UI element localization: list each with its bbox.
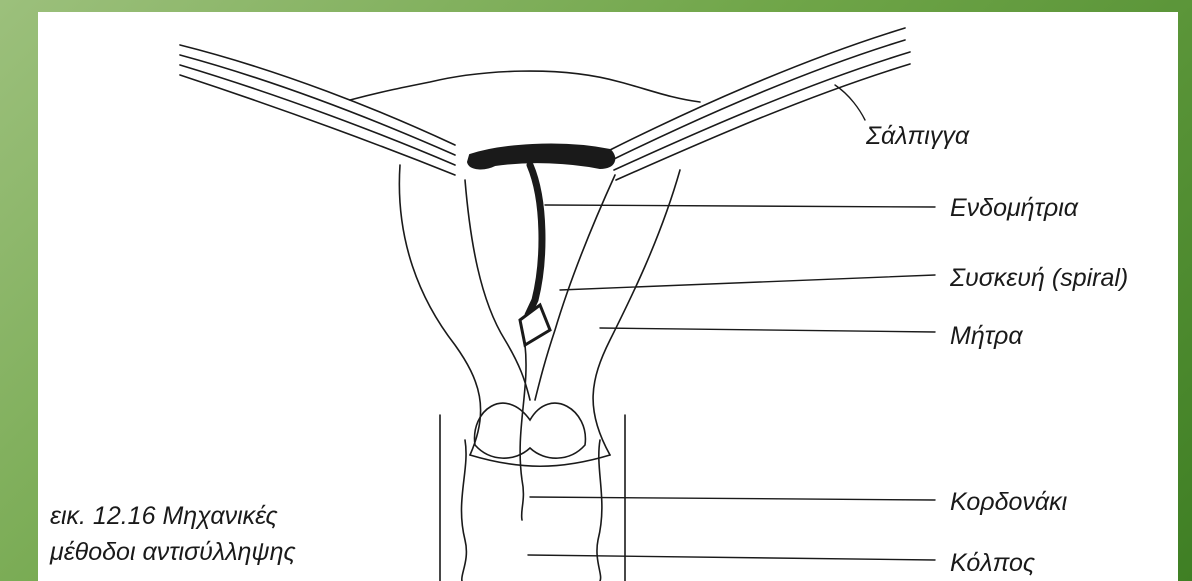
label-device: Συσκευή (spiral) [950,266,1128,291]
label-salpinx: Σάλπιγγα [866,124,969,149]
fallopian-tube-left [180,45,455,175]
figure-caption: εικ. 12.16 Μηχανικές μέθοδοι αντισύλληψη… [50,498,296,570]
leader-device [560,275,935,290]
leader-uterus [600,328,935,332]
caption-line-2: μέθοδοι αντισύλληψης [50,534,296,570]
leader-endometrium [545,205,935,207]
caption-line-1: εικ. 12.16 Μηχανικές [50,498,296,534]
iud-device [468,145,614,345]
fallopian-tube-right [610,28,910,180]
label-vagina: Κόλπος [950,551,1035,576]
cervix [475,403,586,458]
leader-vagina [528,555,935,560]
label-string: Κορδονάκι [950,490,1067,515]
label-uterus: Μήτρα [950,324,1023,349]
uterine-fundus [350,71,700,102]
leader-salpinx [835,85,865,120]
label-endometrium: Ενδομήτρια [950,196,1078,221]
leader-string [530,497,935,500]
